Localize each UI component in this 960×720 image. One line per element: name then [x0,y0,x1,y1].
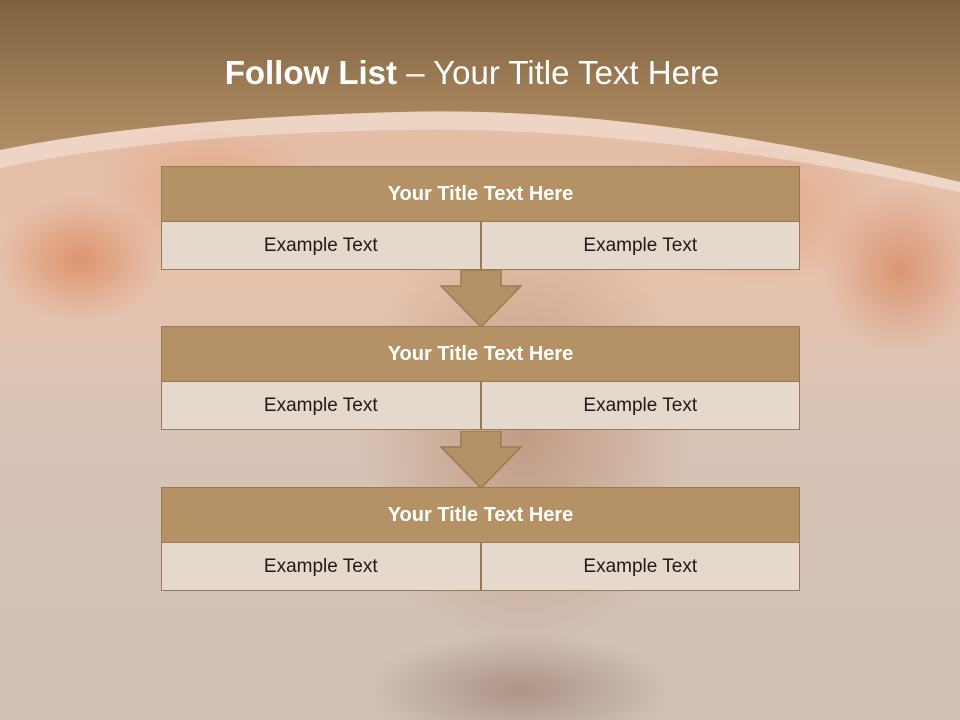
step-block-1: Your Title Text Here Example Text Exampl… [161,166,800,270]
step-block-2: Your Title Text Here Example Text Exampl… [161,326,800,430]
step-left-text: Example Text [161,382,482,430]
step-right-text: Example Text [481,222,800,270]
slide-title-bold: Follow List [224,54,398,91]
step-row: Example Text Example Text [161,382,800,430]
step-left-text: Example Text [161,543,482,591]
step-left-text: Example Text [161,222,482,270]
step-right-text: Example Text [481,543,800,591]
step-title: Your Title Text Here [161,166,800,222]
step-row: Example Text Example Text [161,222,800,270]
step-title: Your Title Text Here [161,326,800,382]
header-band [0,0,960,192]
slide-title-rest: – Your Title Text Here [397,54,720,91]
step-row: Example Text Example Text [161,543,800,591]
step-title: Your Title Text Here [161,487,800,543]
step-right-text: Example Text [481,382,800,430]
down-arrow-icon [440,270,522,328]
step-block-3: Your Title Text Here Example Text Exampl… [161,487,800,591]
slide-title: Follow List – Your Title Text Here [0,54,944,92]
down-arrow-icon [440,431,522,489]
